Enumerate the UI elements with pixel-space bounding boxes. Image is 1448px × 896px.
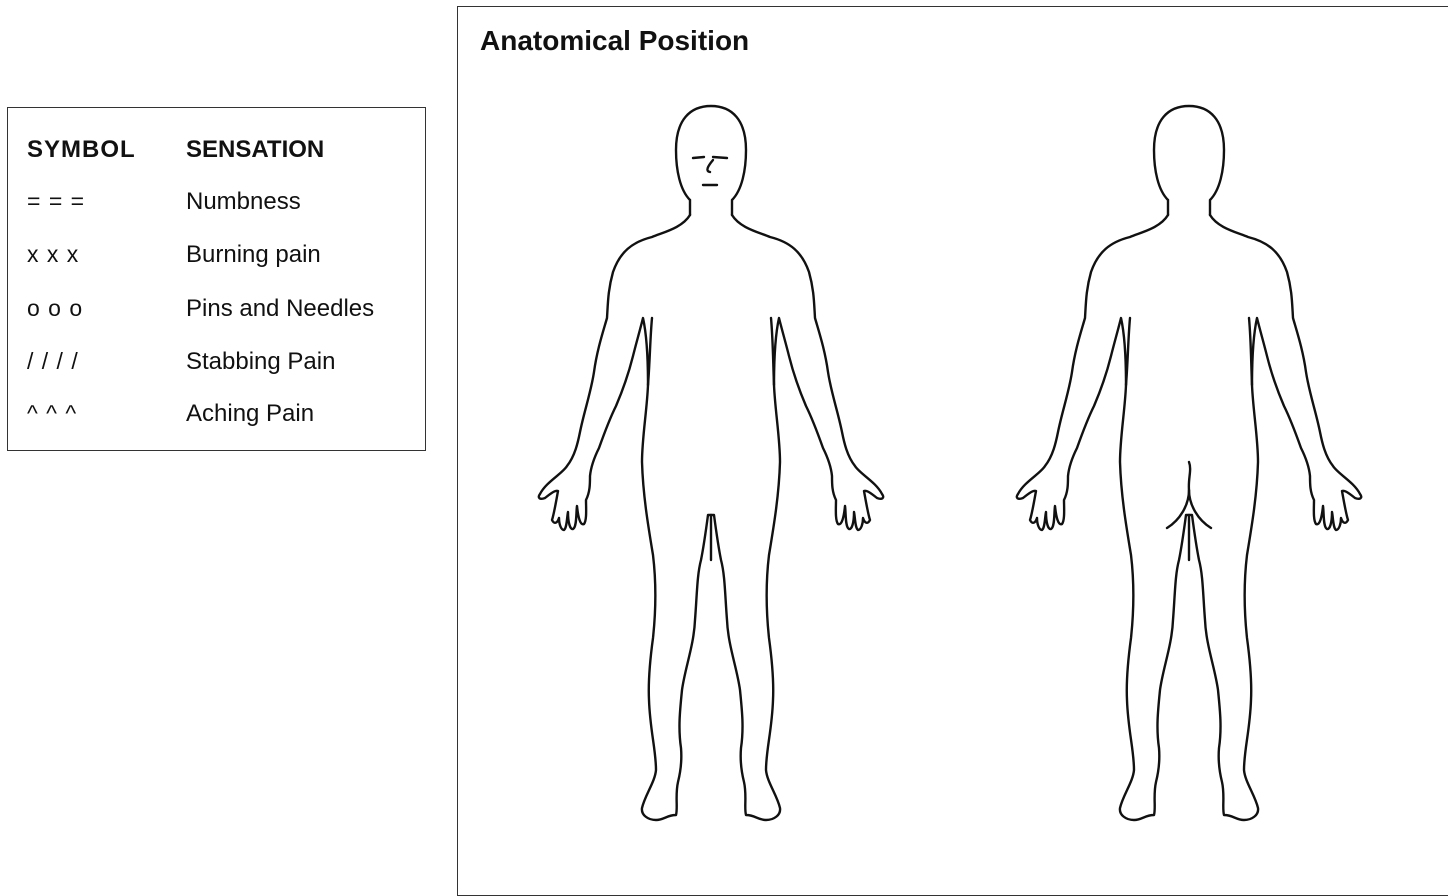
front-body-outline[interactable]: [539, 106, 883, 820]
front-inner-right-arm: [771, 318, 774, 385]
front-inner-left-arm: [648, 318, 652, 385]
face-features: [693, 157, 727, 185]
back-head-outline: [1154, 106, 1224, 215]
back-body-outline[interactable]: [1017, 106, 1361, 820]
back-inner-left-arm: [1126, 318, 1130, 385]
front-head-outline: [676, 106, 746, 215]
back-inner-right-arm: [1249, 318, 1252, 385]
